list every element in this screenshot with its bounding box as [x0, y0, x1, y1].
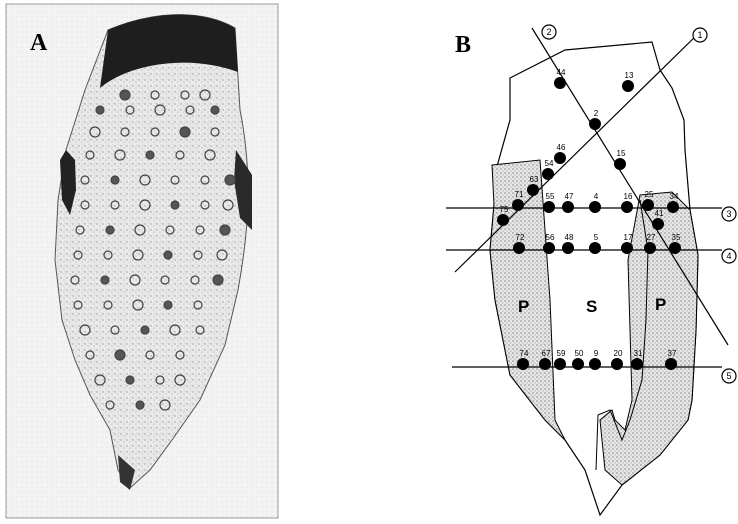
sampling-point-dot: [543, 242, 555, 254]
panel-a: A: [6, 4, 278, 518]
sampling-point-label: 50: [575, 349, 584, 358]
line-marker-5: 5: [722, 369, 736, 383]
sampling-point-label: 55: [546, 192, 555, 201]
sampling-point-dot: [554, 152, 566, 164]
svg-text:5: 5: [726, 371, 731, 381]
specimen-mark: [211, 106, 219, 114]
sampling-point-label: 15: [617, 149, 626, 158]
specimen-mark: [136, 401, 144, 409]
sampling-point-dot: [543, 201, 555, 213]
sampling-point-dot: [554, 77, 566, 89]
specimen-mark: [96, 106, 104, 114]
sampling-point-dot: [517, 358, 529, 370]
specimen-mark: [220, 225, 230, 235]
sampling-point-dot: [589, 201, 601, 213]
sampling-point-dot: [512, 199, 524, 211]
sampling-point-dot: [642, 199, 654, 211]
sampling-point-dot: [644, 242, 656, 254]
sampling-point-dot: [589, 118, 601, 130]
specimen-mark: [115, 350, 125, 360]
specimen-mark: [164, 251, 172, 259]
svg-text:3: 3: [726, 209, 731, 219]
sampling-point-label: 63: [530, 175, 539, 184]
sampling-point-dot: [669, 242, 681, 254]
sampling-point-label: 17: [624, 233, 633, 242]
sampling-point-dot: [497, 214, 509, 226]
line-marker-3: 3: [722, 207, 736, 221]
sampling-point-label: 44: [557, 68, 566, 77]
sampling-point-label: 25: [645, 190, 654, 199]
sampling-point-label: 46: [557, 143, 566, 152]
sampling-point-dot: [621, 242, 633, 254]
sampling-point-dot: [614, 158, 626, 170]
sampling-point-label: 5: [594, 233, 599, 242]
sampling-point-label: 54: [545, 159, 554, 168]
sampling-point-label: 13: [625, 71, 634, 80]
sampling-point-dot: [621, 201, 633, 213]
line-marker-1: 1: [693, 28, 707, 42]
sampling-point-dot: [611, 358, 623, 370]
specimen-mark: [171, 201, 179, 209]
specimen-mark: [111, 176, 119, 184]
sampling-point-dot: [513, 242, 525, 254]
sampling-point-label: 34: [670, 192, 679, 201]
sampling-point-dot: [527, 184, 539, 196]
sampling-point-dot: [631, 358, 643, 370]
specimen-mark: [120, 90, 130, 100]
svg-text:1: 1: [697, 30, 702, 40]
sampling-point-label: 48: [565, 233, 574, 242]
panel-b-label: B: [455, 32, 471, 58]
region-label-p-right: P: [655, 295, 666, 314]
specimen-mark: [141, 326, 149, 334]
specimen-mark: [164, 301, 172, 309]
specimen-mark: [101, 276, 109, 284]
specimen-mark: [180, 127, 190, 137]
specimen-mark: [225, 175, 235, 185]
panel-b: B 1 2 3 4 5: [446, 25, 736, 515]
sampling-point-dot: [665, 358, 677, 370]
sampling-point-label: 31: [634, 349, 643, 358]
sampling-point-label: 74: [520, 349, 529, 358]
sampling-point-label: 35: [672, 233, 681, 242]
sampling-point-label: 56: [546, 233, 555, 242]
specimen-mark: [126, 376, 134, 384]
sampling-point-label: 20: [614, 349, 623, 358]
sampling-point-dot: [667, 201, 679, 213]
svg-text:4: 4: [726, 251, 731, 261]
sampling-point-label: 37: [668, 349, 677, 358]
sampling-point-dot: [622, 80, 634, 92]
sampling-point-label: 16: [624, 192, 633, 201]
sampling-point-label: 2: [594, 109, 599, 118]
specimen-mark: [106, 226, 114, 234]
sampling-point-dot: [542, 168, 554, 180]
sampling-point-dot: [589, 242, 601, 254]
svg-text:2: 2: [546, 27, 551, 37]
sampling-point-dot: [562, 242, 574, 254]
region-label-s: S: [586, 297, 597, 316]
specimen-mark: [213, 275, 223, 285]
sampling-point-dot: [652, 218, 664, 230]
sampling-point-dot: [572, 358, 584, 370]
region-label-p-left: P: [518, 297, 529, 316]
sampling-point-label: 67: [542, 349, 551, 358]
sampling-point-label: 59: [557, 349, 566, 358]
sampling-point-label: 71: [515, 190, 524, 199]
sampling-point-label: 9: [594, 349, 599, 358]
sampling-point-label: 75: [500, 205, 509, 214]
sampling-point-dot: [539, 358, 551, 370]
sampling-point-label: 4: [594, 192, 599, 201]
panel-a-label: A: [30, 30, 48, 56]
line-marker-4: 4: [722, 249, 736, 263]
sampling-point-dot: [562, 201, 574, 213]
specimen-mark: [146, 151, 154, 159]
sampling-point-label: 27: [647, 233, 656, 242]
sampling-point-dot: [589, 358, 601, 370]
sampling-point-label: 47: [565, 192, 574, 201]
line-marker-2: 2: [542, 25, 556, 39]
sampling-point-label: 41: [655, 209, 664, 218]
sampling-point-label: 72: [516, 233, 525, 242]
sampling-point-dot: [554, 358, 566, 370]
